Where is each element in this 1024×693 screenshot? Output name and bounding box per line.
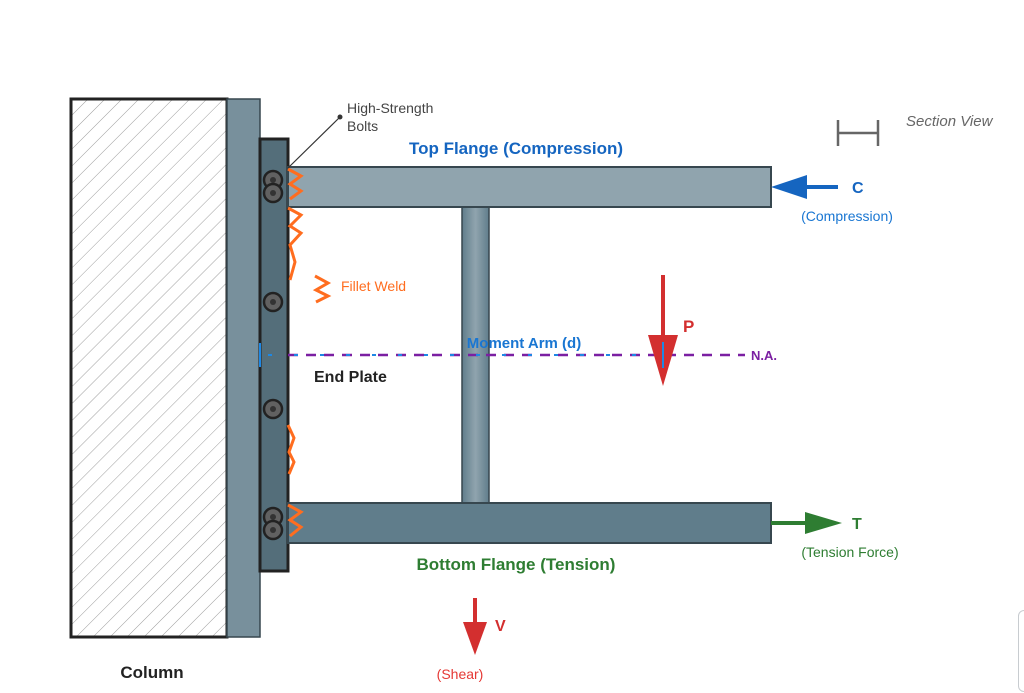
bottom-flange-label: Bottom Flange (Tension)	[417, 555, 616, 574]
section-view-label: Section View	[906, 113, 994, 130]
column-flange	[226, 98, 261, 638]
tension-arrow	[771, 512, 842, 534]
scroll-widget-edge[interactable]	[1018, 610, 1024, 692]
bolts-label-line2: Bolts	[347, 118, 378, 134]
section-view-icon	[836, 120, 880, 146]
column-label: Column	[120, 663, 183, 682]
moment-arm-label: Moment Arm (d)	[467, 335, 581, 352]
weld-legend-icon	[312, 274, 332, 304]
bolt-icon	[262, 398, 284, 420]
bolt-icon	[262, 519, 284, 541]
bolts-label-line1: High-Strength	[347, 100, 433, 116]
compression-symbol: C	[852, 180, 864, 197]
compression-caption: (Compression)	[801, 208, 893, 224]
end-plate-label: End Plate	[314, 369, 387, 386]
top-flange-label: Top Flange (Compression)	[409, 139, 623, 158]
weld-icon	[287, 167, 304, 201]
end-plate	[258, 137, 290, 573]
compression-arrow	[771, 175, 838, 199]
load-p-symbol: P	[683, 317, 694, 336]
bolt-leader-line	[287, 116, 341, 169]
top-flange	[287, 166, 772, 208]
shear-caption: (Shear)	[437, 666, 484, 682]
leader-dot	[337, 114, 343, 120]
weld-icon	[286, 424, 296, 475]
neutral-axis-label: N.A.	[751, 348, 777, 363]
tension-symbol: T	[852, 516, 862, 533]
bottom-flange	[287, 502, 772, 544]
tension-caption: (Tension Force)	[801, 544, 898, 560]
bolts	[262, 169, 284, 541]
column-section	[69, 97, 229, 639]
bolt-icon	[262, 291, 284, 313]
shear-arrow	[463, 598, 487, 655]
fillet-weld-label: Fillet Weld	[341, 278, 406, 294]
weld-icon	[287, 503, 304, 538]
weld-icon	[287, 206, 304, 281]
shear-symbol: V	[495, 618, 506, 635]
bolt-icon	[262, 182, 284, 204]
load-p-arrow	[648, 275, 678, 386]
fillet-welds	[286, 167, 332, 538]
